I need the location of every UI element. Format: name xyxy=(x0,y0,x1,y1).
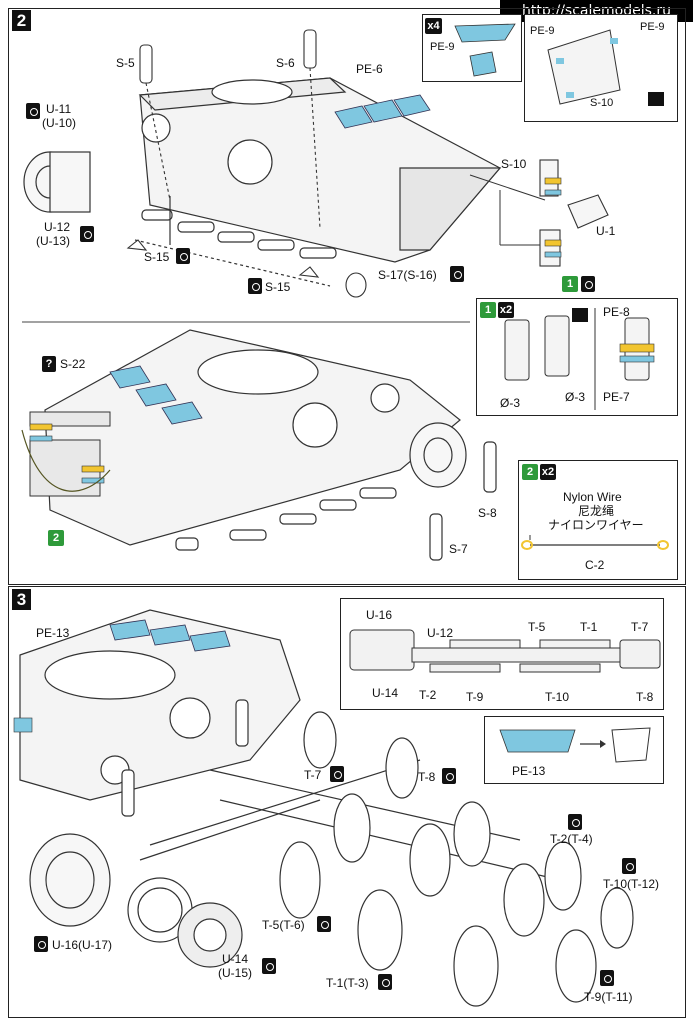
step-number-3: 3 xyxy=(12,589,31,610)
suspension-arms-lower xyxy=(175,441,497,561)
label-u12-inset: U-12 xyxy=(427,626,454,640)
s15-b-part-icon xyxy=(248,278,262,294)
label-u1: U-1 xyxy=(596,224,616,238)
t5-part-icon xyxy=(317,916,331,932)
drive-sprockets xyxy=(127,877,243,968)
label-dia3-a: Ø-3 xyxy=(500,396,521,410)
label-t1-inset: T-1 xyxy=(580,620,598,634)
label-s6: S-6 xyxy=(276,56,295,70)
label-pe7: PE-7 xyxy=(603,390,630,404)
ref-2-badge: 2 xyxy=(522,464,538,480)
label-t5t6: T-5(T-6) xyxy=(262,918,305,932)
label-u14: U-14 xyxy=(222,952,249,966)
label-s5: S-5 xyxy=(116,56,135,70)
label-pe8: PE-8 xyxy=(603,305,630,319)
label-s22: S-22 xyxy=(60,357,86,371)
label-s10: S-10 xyxy=(501,157,527,171)
label-u12: U-12 xyxy=(44,220,71,234)
x4-badge: x4 xyxy=(425,18,442,34)
suspension-arms-upper xyxy=(134,196,337,287)
step2-frame xyxy=(8,8,686,585)
label-t8: T-8 xyxy=(418,770,436,784)
label-t7-inset: T-7 xyxy=(631,620,649,634)
label-pe9-b: PE-9 xyxy=(640,21,665,33)
s15-a-part-icon xyxy=(176,248,190,264)
u11-part-icon xyxy=(26,103,40,119)
ref-2-hull: 2 xyxy=(48,530,64,546)
label-pe13: PE-13 xyxy=(36,626,70,640)
label-nylon-en: Nylon Wire xyxy=(563,490,622,504)
ref-1-badge: 1 xyxy=(480,302,496,318)
label-t2-inset: T-2 xyxy=(419,688,437,702)
shock-absorbers-upper xyxy=(126,29,367,298)
inset-nylon-wire xyxy=(518,460,678,580)
label-t10t12: T-10(T-12) xyxy=(603,877,660,891)
label-u14-inset: U-14 xyxy=(372,686,399,700)
sprocket-cover xyxy=(29,833,111,927)
label-s10-inset: S-10 xyxy=(590,97,614,109)
hull-upper xyxy=(138,77,502,263)
label-dia3-b: Ø-3 xyxy=(565,390,586,404)
question-badge: ? xyxy=(42,356,56,372)
u14-part-icon xyxy=(262,958,276,974)
step3-frame xyxy=(8,586,686,1018)
label-t2t4: T-2(T-4) xyxy=(550,832,593,846)
t2-part-icon xyxy=(568,814,582,830)
s17-part-icon xyxy=(450,266,464,282)
label-nylon-cn: 尼龙绳 xyxy=(578,504,615,518)
label-s8: S-8 xyxy=(478,506,497,520)
final-drive-lower xyxy=(409,422,467,488)
label-u11: U-11 xyxy=(46,102,72,116)
label-pe13-inset: PE-13 xyxy=(512,764,546,778)
label-u10: (U-10) xyxy=(42,116,77,130)
label-t9-inset: T-9 xyxy=(466,690,484,704)
label-pe9-a: PE-9 xyxy=(530,25,555,37)
grilles-lower xyxy=(109,365,203,425)
t8-part-icon xyxy=(442,768,456,784)
label-pe6: PE-6 xyxy=(356,62,383,76)
label-t8-inset: T-8 xyxy=(636,690,654,704)
label-pe9-inset: PE-9 xyxy=(430,41,455,53)
ref-1-part-icon xyxy=(581,276,595,292)
ref-1-hull: 1 xyxy=(562,276,578,292)
label-t1t3: T-1(T-3) xyxy=(326,976,369,990)
label-t9t11: T-9(T-11) xyxy=(584,990,633,1004)
hull-step3 xyxy=(19,609,301,801)
label-s15-a: S-15 xyxy=(144,250,170,264)
u16-part-icon xyxy=(34,936,48,952)
step-number-2: 2 xyxy=(12,10,31,31)
x2-badge-b: x2 xyxy=(540,464,556,480)
t9-part-icon xyxy=(600,970,614,986)
engine-grilles-pe6 xyxy=(334,94,431,129)
label-u16u17: U-16(U-17) xyxy=(52,938,113,952)
t7-part-icon xyxy=(330,766,344,782)
label-s17: S-17(S-16) xyxy=(378,268,437,282)
road-wheels xyxy=(279,711,634,1007)
label-u15: (U-15) xyxy=(218,966,253,980)
t10-part-icon xyxy=(622,858,636,874)
label-t5-inset: T-5 xyxy=(528,620,546,634)
label-t7: T-7 xyxy=(304,768,322,782)
label-t10-inset: T-10 xyxy=(545,690,570,704)
label-c2: C-2 xyxy=(585,558,605,572)
final-drive-housing xyxy=(23,151,91,213)
label-u13: (U-13) xyxy=(36,234,71,248)
t1-part-icon xyxy=(378,974,392,990)
label-s15-b: S-15 xyxy=(265,280,291,294)
u13-part-icon xyxy=(80,226,94,242)
label-s7: S-7 xyxy=(449,542,468,556)
x2-badge-a: x2 xyxy=(498,302,514,318)
label-u16-inset: U-16 xyxy=(366,608,393,622)
label-nylon-jp: ナイロンワイヤー xyxy=(548,518,644,532)
hull-lower xyxy=(44,329,461,546)
